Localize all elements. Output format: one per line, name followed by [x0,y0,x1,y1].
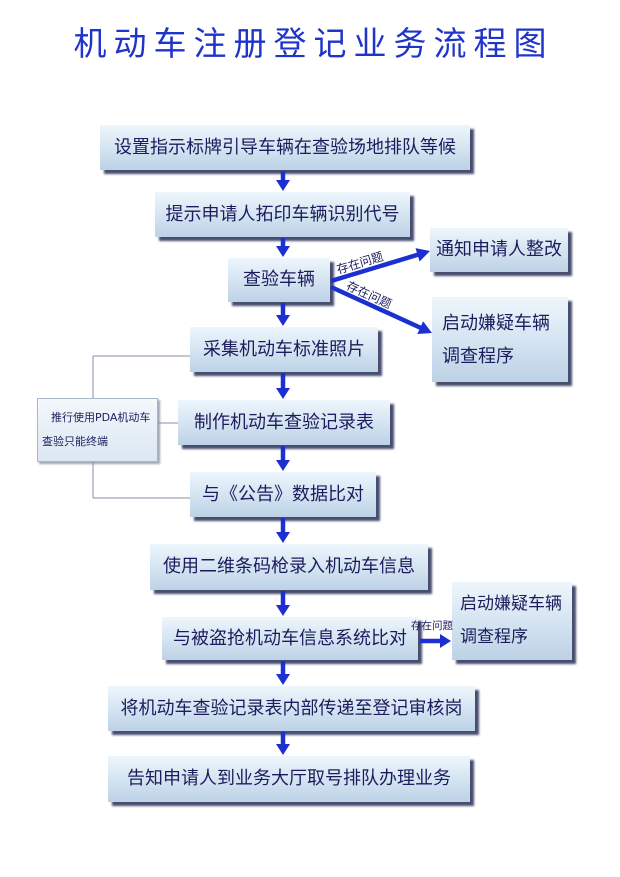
flow-arrow-step8-to-step9 [276,661,290,685]
branch-arrow-to-investigation-1: 存在问题 [330,279,432,334]
step-label: 提示申请人拓印车辆识别代号 [165,203,400,225]
flow-arrow-step3-to-step4 [276,303,290,326]
arrow-head [276,605,290,616]
step-label: 采集机动车标准照片 [203,338,365,360]
arrow-head [415,248,430,262]
branch-label-line: 调查程序 [460,627,528,647]
side-note-pda-terminal: 推行使用PDA机动车 查验只能终端 [37,398,158,462]
arrow-shaft [330,252,420,284]
bracket-connector [92,355,190,499]
flow-arrow-step2-to-step3 [276,238,290,257]
step-label: 将机动车查验记录表内部传递至登记审核岗 [120,697,463,719]
branch-label-line: 调查程序 [442,345,514,367]
step-queue-at-inspection-site: 设置指示标牌引导车辆在查验场地排队等候 [100,125,470,170]
branch-label-line: 启动嫌疑车辆 [460,594,562,614]
page-title: 机动车注册登记业务流程图 [73,24,554,63]
step-inspect-vehicle: 查验车辆 [228,258,330,302]
step-compare-stolen-vehicle-system: 与被盗抢机动车信息系统比对 [162,617,418,660]
branch-start-suspect-investigation-2: 启动嫌疑车辆 调查程序 [452,582,572,660]
flow-arrow-step1-to-step2 [276,171,290,191]
branch-arrow-to-rectification: 存在问题 [330,248,430,284]
step-rubbing-vin: 提示申请人拓印车辆识别代号 [155,192,410,237]
step-label: 制作机动车查验记录表 [194,411,374,433]
step-label: 设置指示标牌引导车辆在查验场地排队等候 [114,136,456,158]
arrow-head [276,460,290,471]
flow-arrow-step5-to-step6 [276,446,290,471]
branch-label-line: 启动嫌疑车辆 [442,312,550,334]
step-create-inspection-record: 制作机动车查验记录表 [178,400,390,445]
arrow-head [276,744,290,755]
arrow-head [276,180,290,191]
branch-start-suspect-investigation-1: 启动嫌疑车辆 调查程序 [432,297,568,382]
flow-arrow-step6-to-step7 [276,518,290,543]
step-label: 与被盗抢机动车信息系统比对 [173,627,407,649]
arrow-head [276,315,290,326]
step-notify-applicant-to-hall: 告知申请人到业务大厅取号排队办理业务 [108,756,470,802]
step-label: 与《公告》数据比对 [202,483,364,505]
branch-arrow-to-investigation-2: 存在问题 [411,619,453,648]
flow-arrow-step7-to-step8 [276,591,290,616]
arrow-head [440,634,451,648]
flow-arrow-step9-to-step10 [276,732,290,755]
step-label: 使用二维条码枪录入机动车信息 [163,556,415,577]
branch-label: 通知申请人整改 [436,239,562,260]
arrow-head [276,388,290,399]
arrow-head [417,321,432,334]
step-scan-2d-barcode: 使用二维条码枪录入机动车信息 [150,544,428,590]
step-label: 告知申请人到业务大厅取号排队办理业务 [127,768,451,789]
arrow-head [276,246,290,257]
arrow-head [276,674,290,685]
step-capture-standard-photos: 采集机动车标准照片 [190,327,378,372]
flow-arrow-step4-to-step5 [276,373,290,399]
side-note-line: 查验只能终端 [42,435,108,448]
step-label: 查验车辆 [243,269,315,290]
arrow-head [276,532,290,543]
side-note-line: 推行使用PDA机动车 [51,411,151,424]
step-transfer-record-to-review: 将机动车查验记录表内部传递至登记审核岗 [108,686,475,731]
branch-condition-label: 存在问题 [411,619,453,632]
branch-notify-rectification: 通知申请人整改 [430,228,568,272]
step-compare-announcement-data: 与《公告》数据比对 [190,472,376,517]
arrow-shaft [330,284,422,331]
